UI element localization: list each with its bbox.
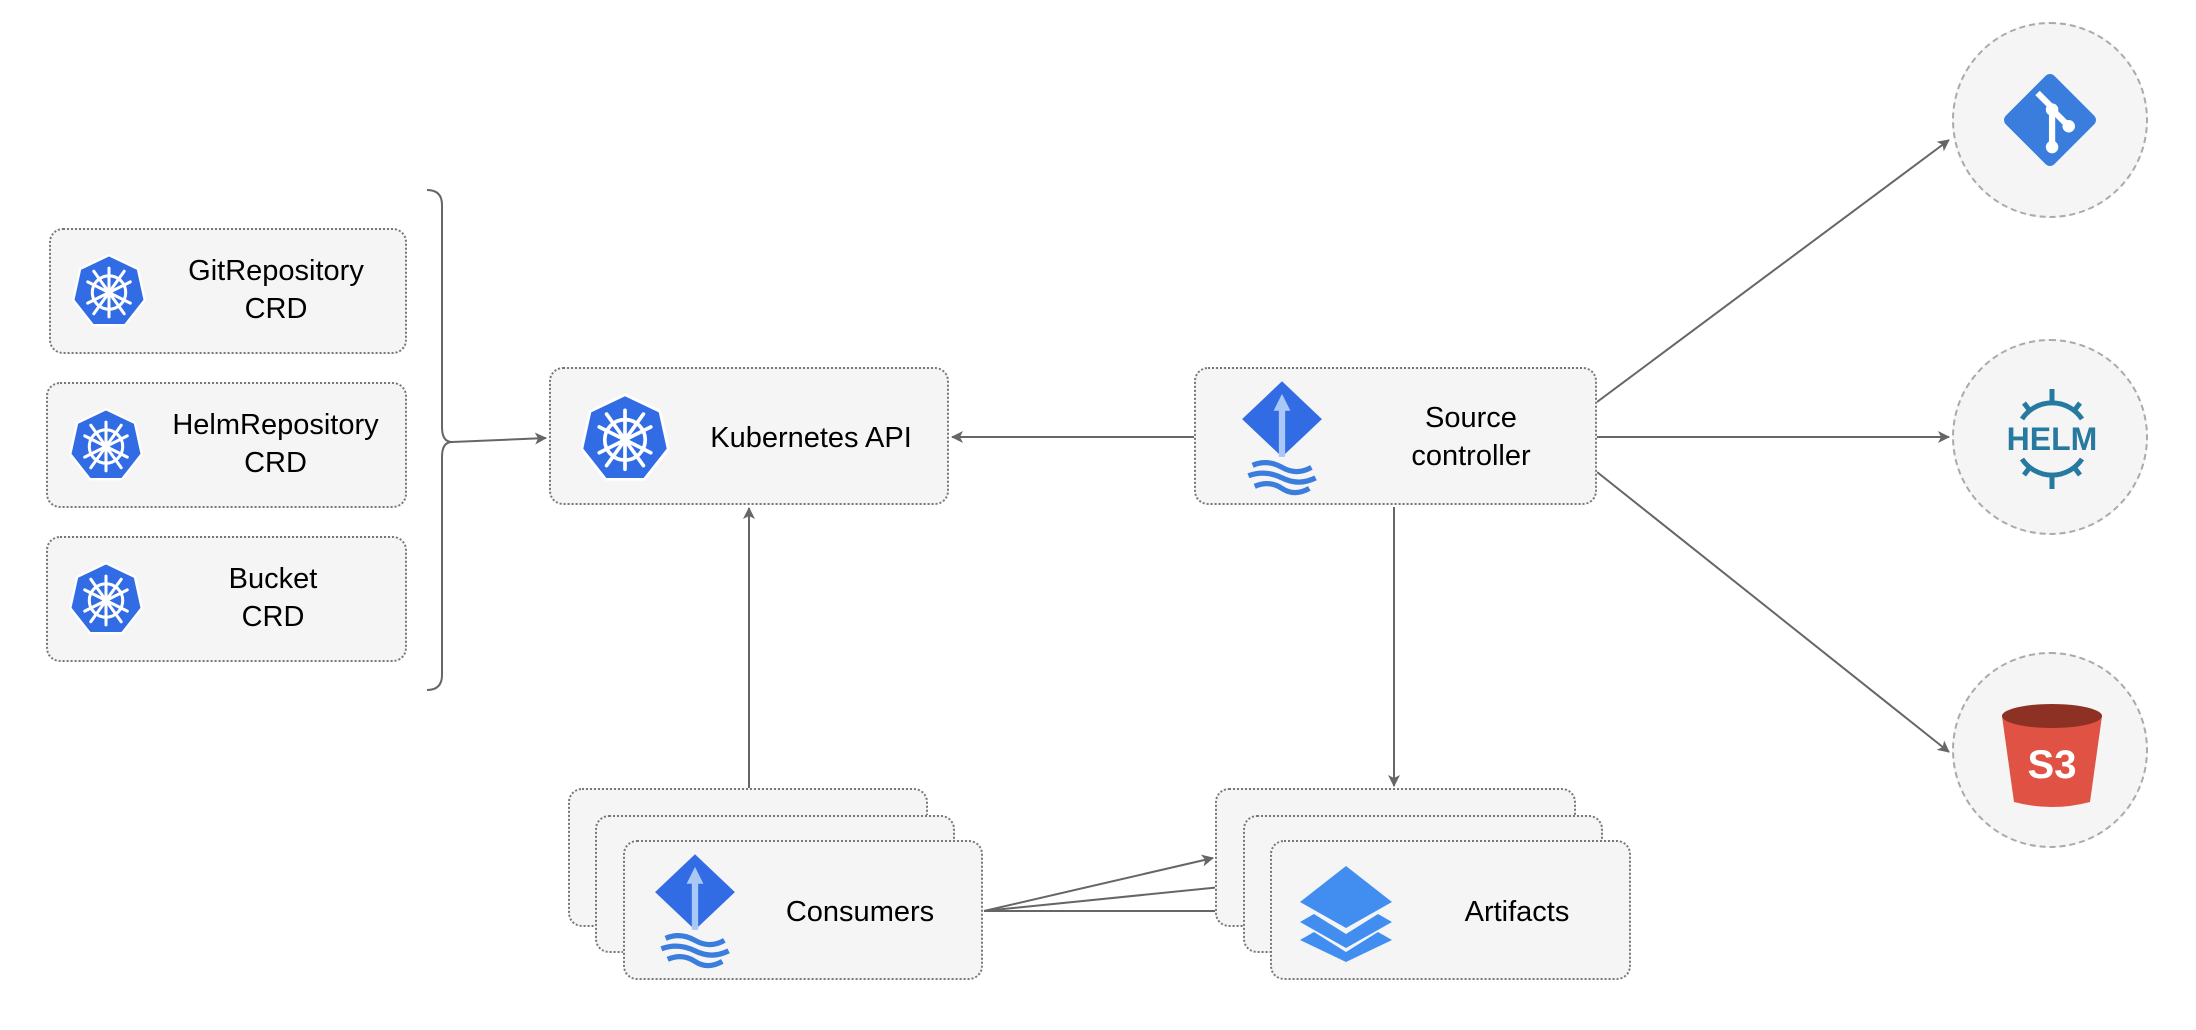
source-controller-label-1: Source <box>1425 402 1517 434</box>
crd-type: CRD <box>244 447 307 479</box>
crd-name: GitRepository <box>188 255 364 287</box>
arrow-controller-to-s3 <box>1596 471 1950 753</box>
helm-icon: HELM <box>2007 389 2098 489</box>
kubernetes-icon <box>68 407 144 481</box>
arrow-controller-to-git <box>1596 139 1950 403</box>
git-icon <box>2004 74 2096 166</box>
kubernetes-api-label: Kubernetes API <box>710 422 912 454</box>
artifacts-node[interactable]: Artifacts <box>1270 840 1631 980</box>
crd-brace <box>426 189 453 691</box>
arrow-consumers-to-artifact-1 <box>983 854 1214 912</box>
crd-type: CRD <box>241 601 305 633</box>
flux-icon <box>1240 379 1324 497</box>
source-controller-node[interactable]: Source controller <box>1194 367 1597 505</box>
helm-text: HELM <box>2007 421 2098 457</box>
crd-type: CRD <box>244 293 308 325</box>
git-source[interactable] <box>1952 22 2148 218</box>
layers-icon <box>1300 866 1392 962</box>
s3-bucket-icon: S3 <box>2002 704 2102 807</box>
consumers-node[interactable]: Consumers <box>623 840 983 980</box>
consumers-label: Consumers <box>785 896 935 928</box>
flux-icon <box>653 852 737 970</box>
kubernetes-icon <box>71 253 147 327</box>
s3-source[interactable]: S3 <box>1952 652 2148 848</box>
crd-name: Bucket <box>228 563 318 595</box>
kubernetes-icon <box>68 561 144 635</box>
helm-source[interactable]: HELM <box>1952 339 2148 535</box>
arrow-crds-to-api <box>451 432 547 445</box>
source-controller-label-2: controller <box>1411 440 1531 472</box>
kubernetes-icon <box>579 392 671 482</box>
arrow-consumers-to-artifact-2 <box>983 880 1242 912</box>
crd-name: HelmRepository <box>172 409 379 441</box>
s3-text: S3 <box>2028 743 2077 787</box>
artifacts-label: Artifacts <box>1464 896 1570 928</box>
kubernetes-api-node[interactable]: Kubernetes API <box>549 367 949 505</box>
